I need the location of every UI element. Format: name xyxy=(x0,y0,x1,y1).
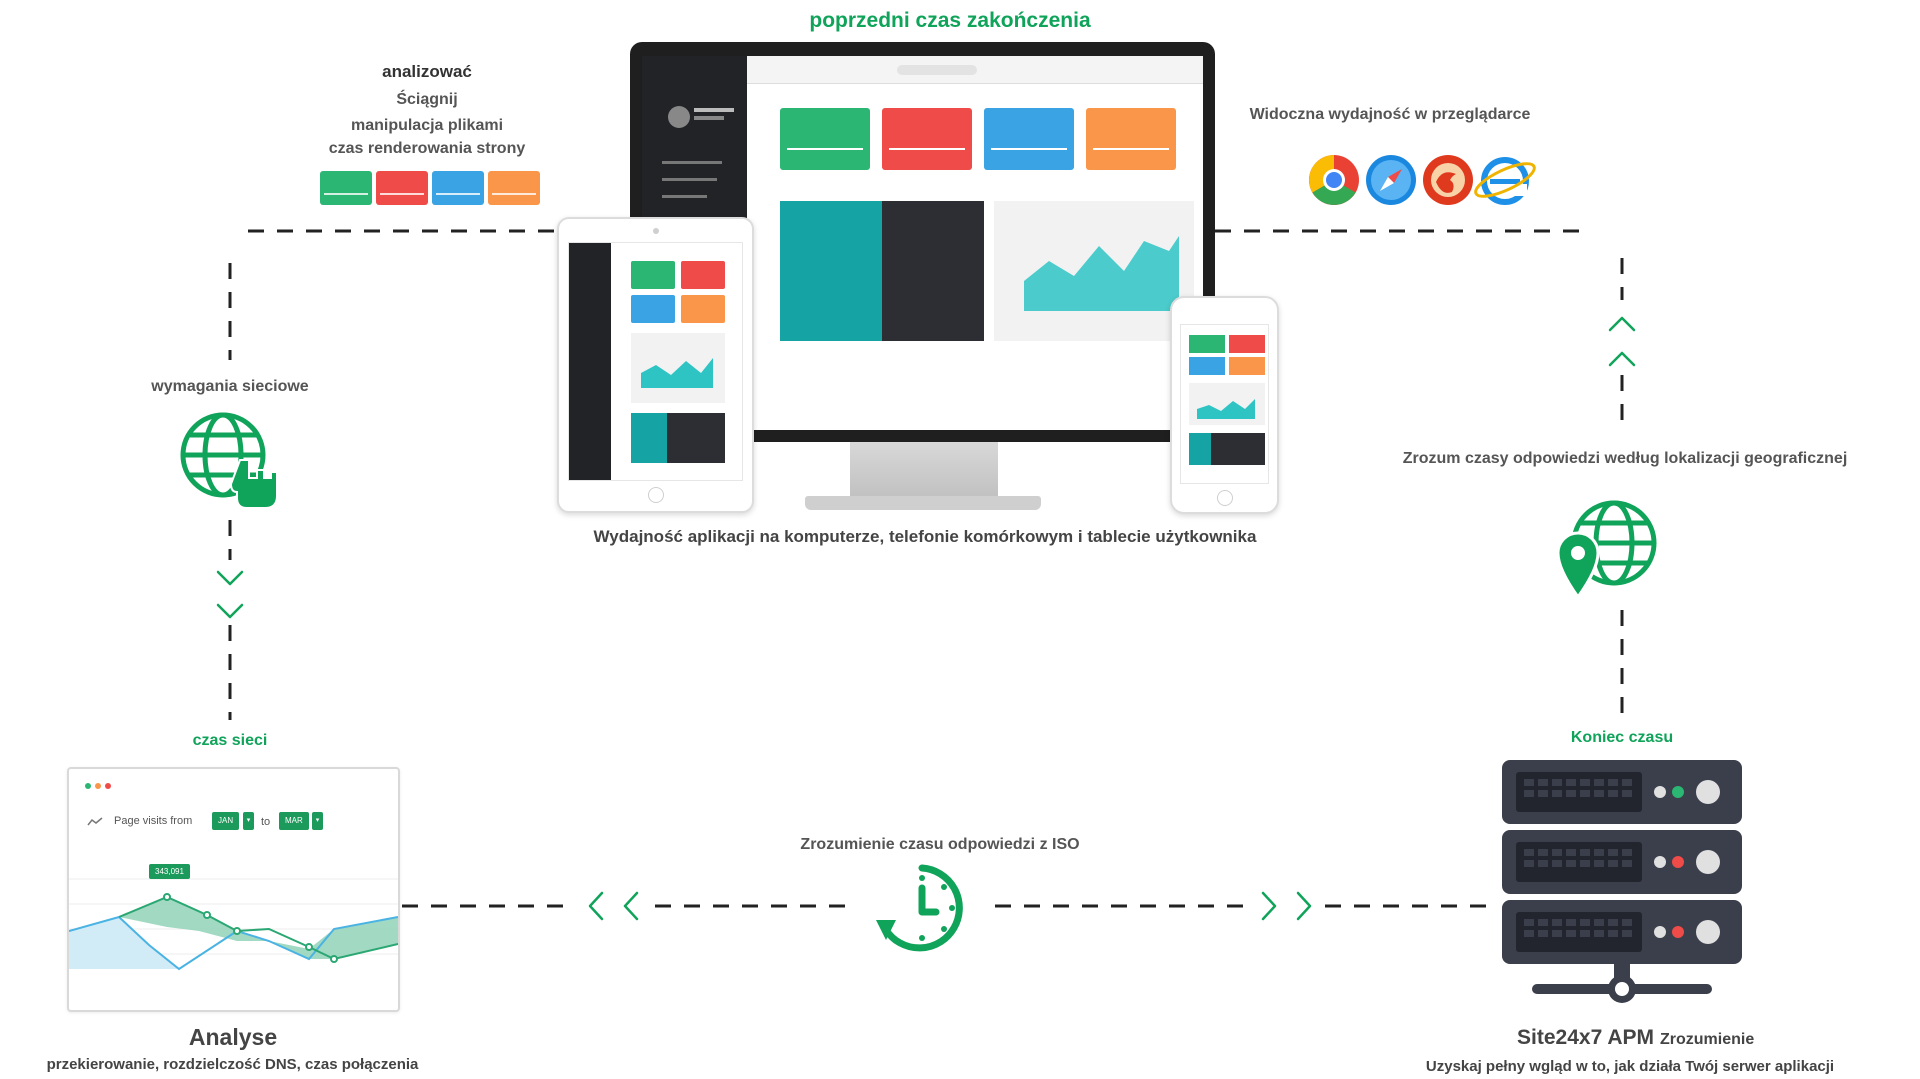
screen-card-green xyxy=(780,108,870,170)
safari-icon xyxy=(1366,155,1416,205)
firefox-icon xyxy=(1423,155,1473,205)
page-visits-chart xyxy=(69,878,398,971)
analyse-widget: Page visits from JAN ▾ to MAR ▾ 343,091 xyxy=(67,767,400,1012)
trend-icon xyxy=(87,817,103,826)
devices-caption: Wydajność aplikacji na komputerze, telef… xyxy=(593,527,1257,546)
screen-card-red xyxy=(882,108,972,170)
globe-hand-icon xyxy=(180,412,278,509)
left-chevron-1 xyxy=(588,891,604,921)
up-chevron-1 xyxy=(1608,316,1636,332)
left-chevron-2 xyxy=(623,891,639,921)
mini-card-blue xyxy=(432,171,484,205)
iso-response-label: Zrozumienie czasu odpowiedzi z ISO xyxy=(800,836,1080,853)
network-requirements-label: wymagania sieciowe xyxy=(151,378,309,395)
to-month-caret[interactable]: ▾ xyxy=(312,812,323,830)
analyze-line-file-manipulation: manipulacja plikami xyxy=(350,117,504,134)
network-time-label: czas sieci xyxy=(192,732,268,749)
chrome-icon xyxy=(1309,155,1359,205)
from-month-select[interactable]: JAN xyxy=(212,812,240,830)
mini-card-red xyxy=(376,171,428,205)
apm-title: Site24x7 APM xyxy=(1517,1026,1654,1049)
analyze-line-download: Ściągnij xyxy=(396,91,458,108)
ie-icon xyxy=(1474,157,1536,205)
up-chevron-2 xyxy=(1608,351,1636,367)
screen-search xyxy=(897,65,977,75)
right-chevron-2 xyxy=(1296,891,1312,921)
tablet-device xyxy=(557,217,754,513)
analyze-line-render-time: czas renderowania strony xyxy=(328,140,526,157)
right-chevron-1 xyxy=(1261,891,1277,921)
phone-device xyxy=(1170,296,1279,514)
screen-topbar xyxy=(747,56,1203,84)
screen-area-chart xyxy=(1024,236,1179,311)
screen-country-panel xyxy=(780,201,882,341)
screen-card-blue xyxy=(984,108,1074,170)
mini-card-orange xyxy=(488,171,540,205)
to-month-select[interactable]: MAR xyxy=(279,812,309,830)
previous-end-time-title: poprzedni czas zakończenia xyxy=(809,9,1091,32)
screen-visits-chart xyxy=(994,201,1194,341)
end-time-label: Koniec czasu xyxy=(1570,729,1674,746)
browser-performance-label: Widoczna wydajność w przeglądarce xyxy=(1249,106,1531,123)
tablet-screen xyxy=(568,242,743,481)
down-chevron-1 xyxy=(216,570,244,586)
globe-pin-icon xyxy=(1556,500,1657,600)
server-details xyxy=(1516,772,1720,1003)
screen-card-orange xyxy=(1086,108,1176,170)
apm-subtitle: Uzyskaj pełny wgląd w to, jak działa Twó… xyxy=(1425,1058,1835,1075)
analyse-title: Analyse xyxy=(188,1024,278,1050)
down-chevron-2 xyxy=(216,603,244,619)
phone-screen xyxy=(1180,324,1269,484)
mini-card-green xyxy=(320,171,372,205)
chart-tooltip: 343,091 xyxy=(149,864,190,879)
monitor-stand xyxy=(850,442,998,502)
screen-quickview-panel xyxy=(882,201,984,341)
clock-refresh-icon xyxy=(876,864,963,952)
monitor-base xyxy=(805,496,1041,510)
from-month-caret[interactable]: ▾ xyxy=(243,812,254,830)
analyze-title: analizować xyxy=(382,62,472,81)
browser-icons xyxy=(1309,155,1536,205)
analyse-subtitle: przekierowanie, rozdzielczość DNS, czas … xyxy=(46,1056,419,1073)
geo-response-label: Zrozum czasy odpowiedzi według lokalizac… xyxy=(1402,450,1848,467)
apm-word: Zrozumienie xyxy=(1660,1031,1755,1048)
to-label: to xyxy=(261,816,271,828)
page-visits-label: Page visits from xyxy=(114,815,193,827)
